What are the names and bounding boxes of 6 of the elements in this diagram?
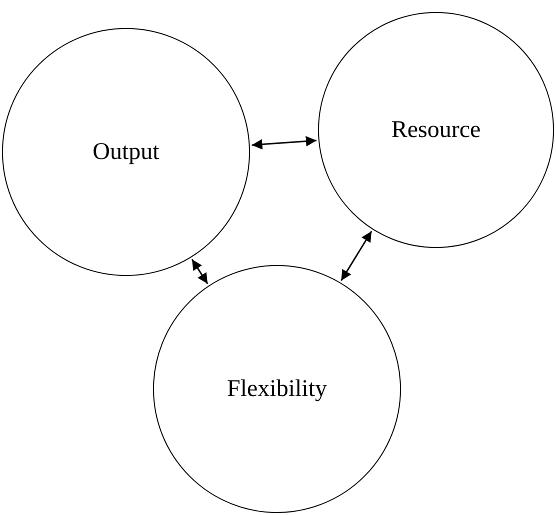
double-arrow bbox=[252, 136, 316, 150]
node-label: Resource bbox=[391, 116, 481, 144]
double-arrow bbox=[340, 230, 372, 281]
double-arrow bbox=[191, 258, 208, 284]
node-label: Flexibility bbox=[226, 376, 327, 402]
node-label: Output bbox=[92, 138, 160, 166]
